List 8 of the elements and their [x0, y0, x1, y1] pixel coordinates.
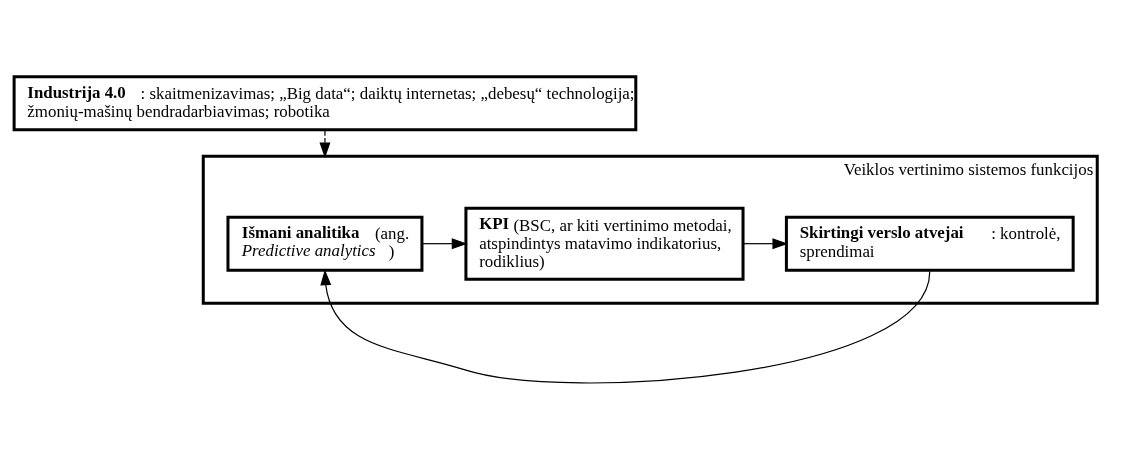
arrow [742, 237, 789, 249]
node-box: Išmani analitika (ang. Predictive analytics) [226, 215, 424, 272]
arrow [421, 237, 468, 249]
arrow [320, 269, 931, 384]
node-box: Industrija 4.0: skaitmenizavimas; „Big data“; daiktų internetas; „debesų“ technologija; žmonių-mašinų bendradarbiavimas; robotika [12, 74, 638, 131]
arrow [319, 128, 331, 158]
node-box: Skirtingi verslo atvejai: kontrolė, sprendimai [784, 215, 1075, 272]
node-box: KPI (BSC, ar kiti vertinimo metodai, atspindintys matavimo indikatorius, rodiklius) [464, 206, 745, 281]
